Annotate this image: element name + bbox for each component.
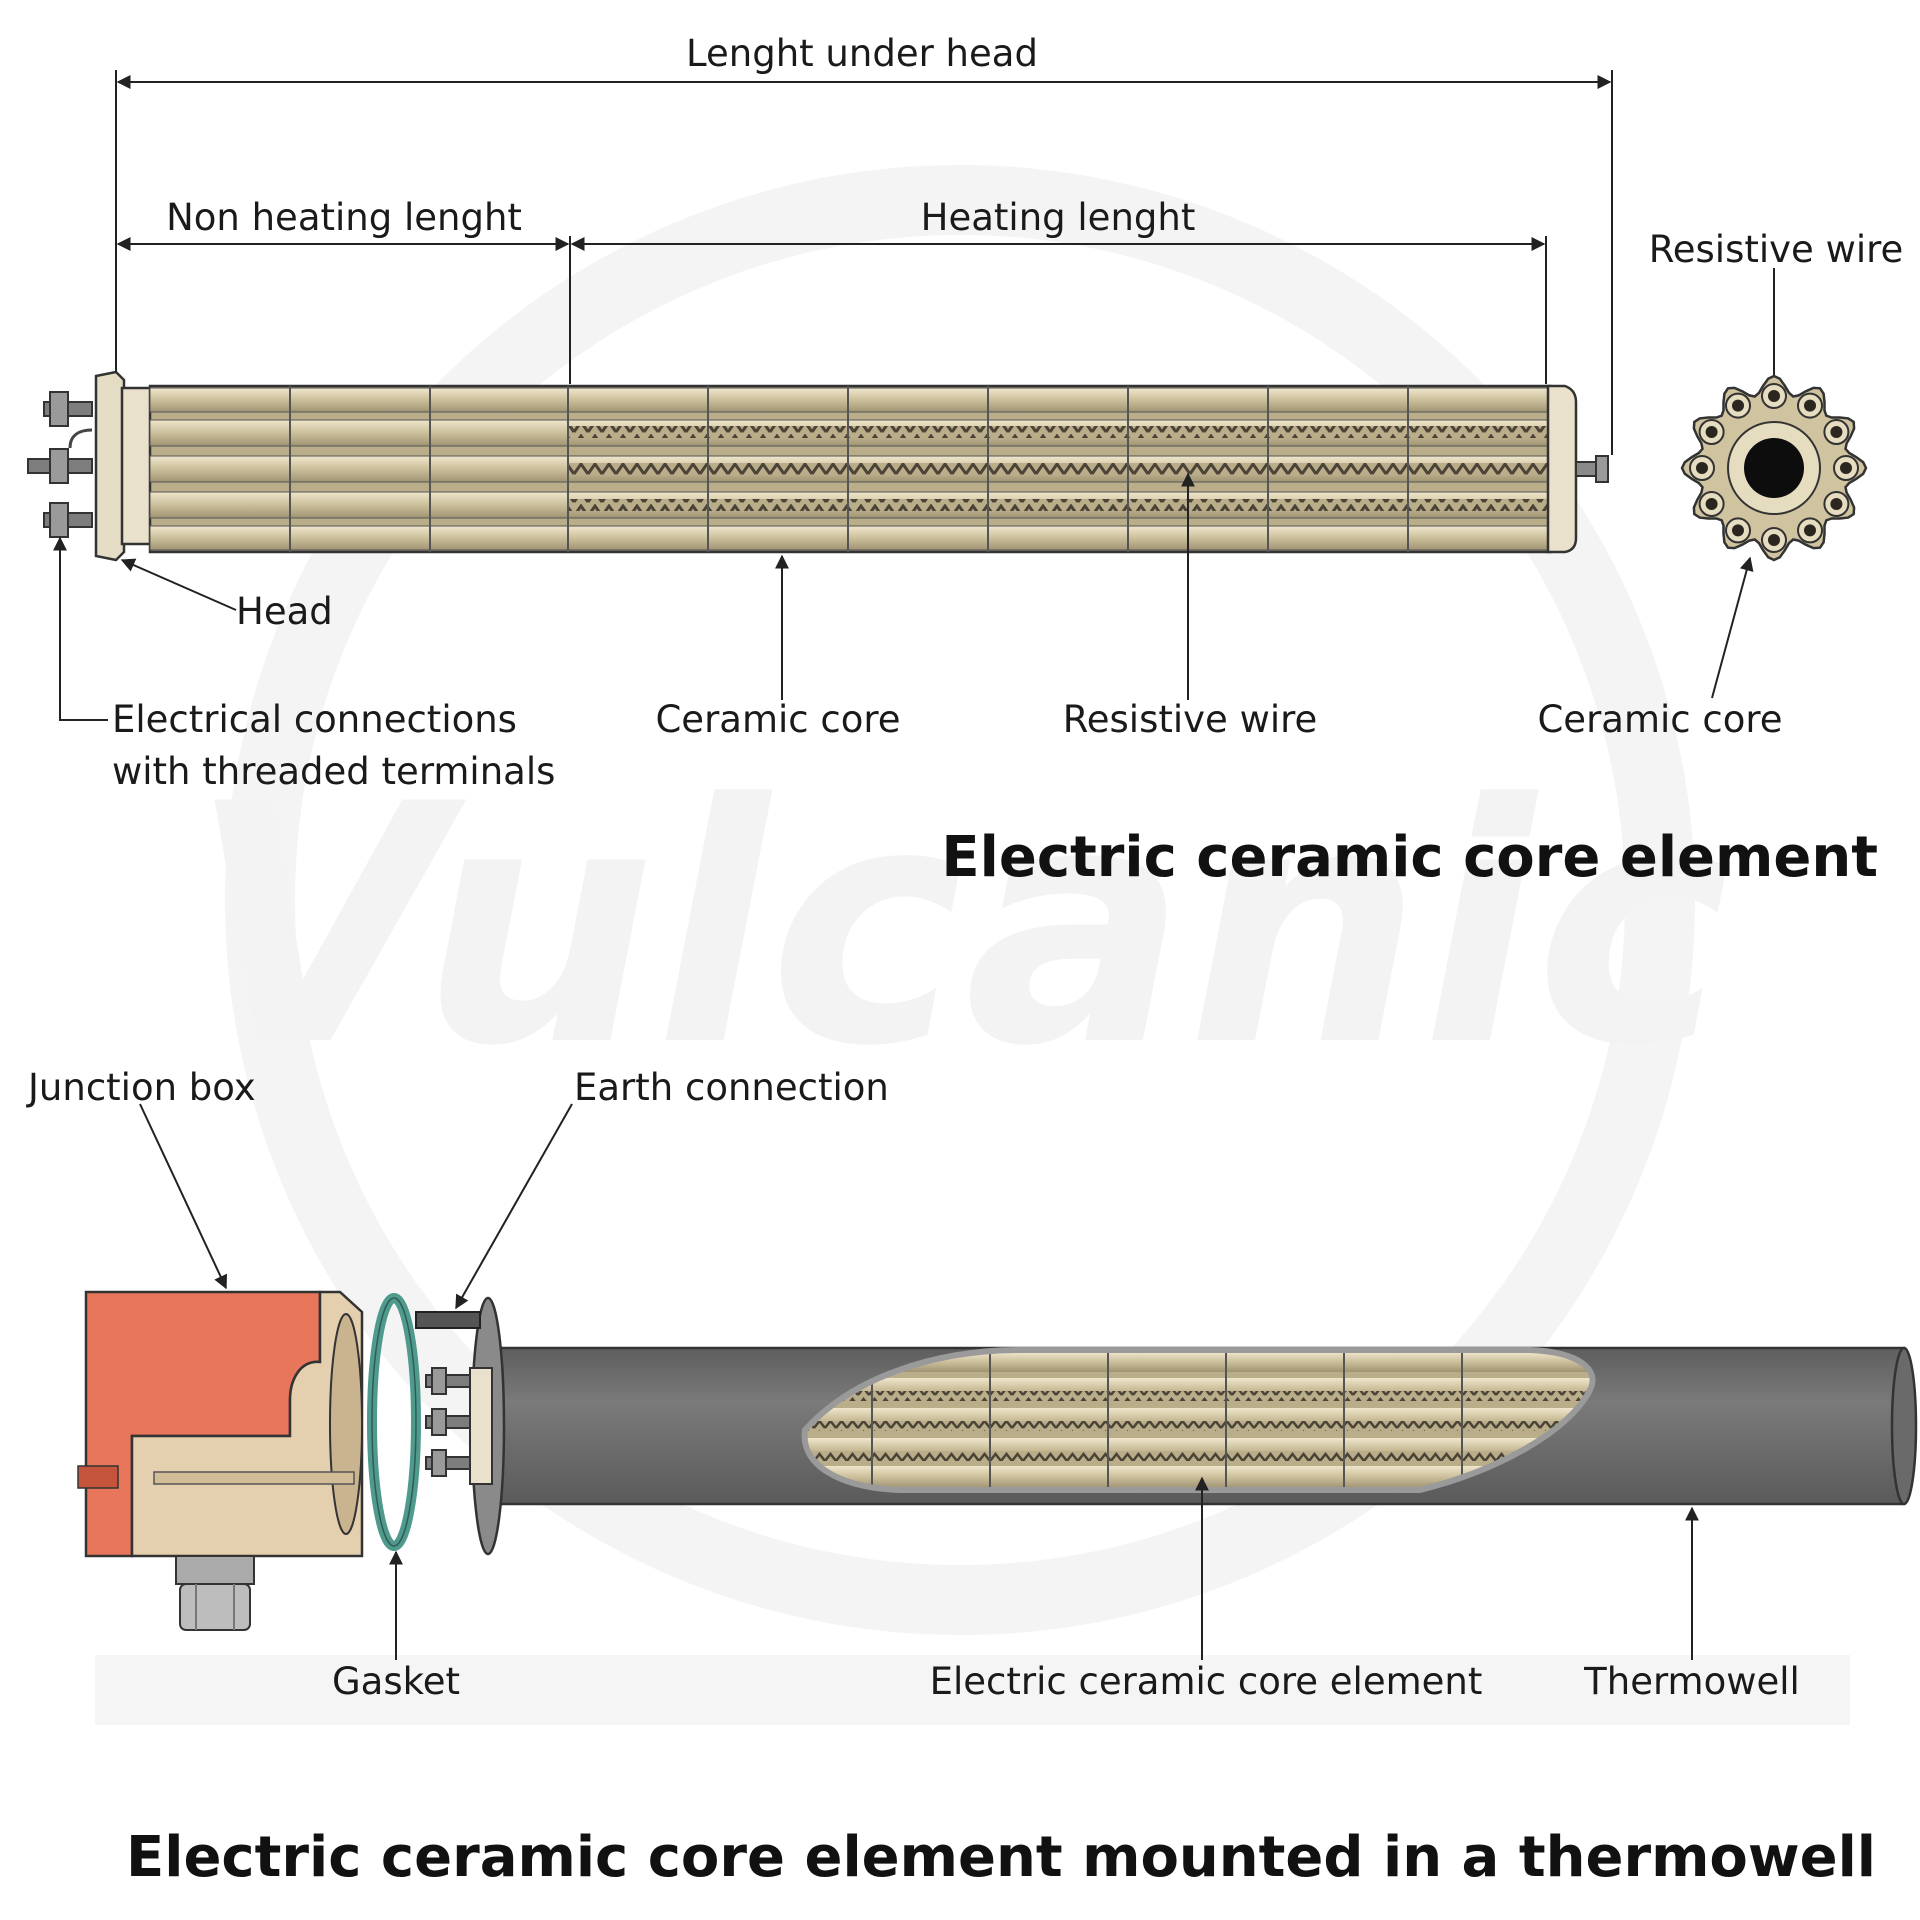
head-body — [120, 386, 154, 546]
resistive-wire-dot — [1804, 399, 1816, 412]
resistive-wire-dot — [1768, 534, 1780, 546]
title-bottom: Electric ceramic core element mounted in… — [126, 1825, 1876, 1890]
label-ceramic-core: Ceramic core — [655, 698, 900, 741]
cutaway-element — [801, 1347, 1596, 1493]
leader-lines-bottom — [139, 1103, 1699, 1660]
gasket — [367, 1293, 421, 1551]
label-length-under-head: Lenght under head — [686, 32, 1038, 75]
resistive-wire-dot — [1768, 390, 1780, 402]
resistive-wire-dot — [1830, 498, 1843, 510]
watermark-text: Vulcanic — [189, 734, 1731, 1118]
end-cap — [1546, 384, 1578, 554]
head-flange — [94, 370, 126, 562]
leader-lines-top — [53, 268, 1781, 721]
resistive-wire-dot — [1804, 524, 1816, 537]
label-head: Head — [236, 590, 333, 633]
label-electrical-connections-2: with threaded terminals — [112, 750, 555, 793]
resistive-wire-dot — [1840, 462, 1852, 474]
label-cross-section-resistive-wire: Resistive wire — [1649, 228, 1904, 271]
junction-box — [77, 1290, 364, 1631]
dimension-lines — [115, 70, 1613, 455]
center-bore — [1744, 438, 1804, 498]
label-earth-connection: Earth connection — [574, 1066, 889, 1109]
resistive-wire-dot — [1830, 426, 1843, 438]
watermark: Vulcanic — [95, 165, 1850, 1725]
label-electrical-connections-1: Electrical connections — [112, 698, 517, 741]
resistive-wire-dot — [1732, 399, 1744, 412]
cable-gland — [175, 1555, 255, 1585]
flange — [415, 1296, 506, 1556]
cross-section — [1680, 374, 1868, 562]
resistive-wire-dot — [1696, 462, 1708, 474]
label-electric-ceramic-core-element: Electric ceramic core element — [930, 1660, 1483, 1703]
label-resistive-wire: Resistive wire — [1063, 698, 1318, 741]
threaded-terminals — [27, 391, 93, 538]
title-top: Electric ceramic core element — [941, 825, 1878, 890]
top-element-drawing — [27, 370, 1609, 562]
resistive-wire-dot — [1705, 498, 1718, 510]
label-thermowell: Thermowell — [1583, 1660, 1800, 1703]
resistive-wire-dot — [1705, 426, 1718, 438]
label-cross-section-ceramic-core: Ceramic core — [1537, 698, 1782, 741]
label-gasket: Gasket — [332, 1660, 460, 1703]
ceramic-core-body — [148, 384, 1552, 554]
label-non-heating-length: Non heating lenght — [166, 196, 522, 239]
earth-stud — [415, 1311, 481, 1329]
label-junction-box: Junction box — [26, 1066, 256, 1109]
label-heating-length: Heating lenght — [921, 196, 1196, 239]
resistive-wire-dot — [1732, 524, 1744, 537]
